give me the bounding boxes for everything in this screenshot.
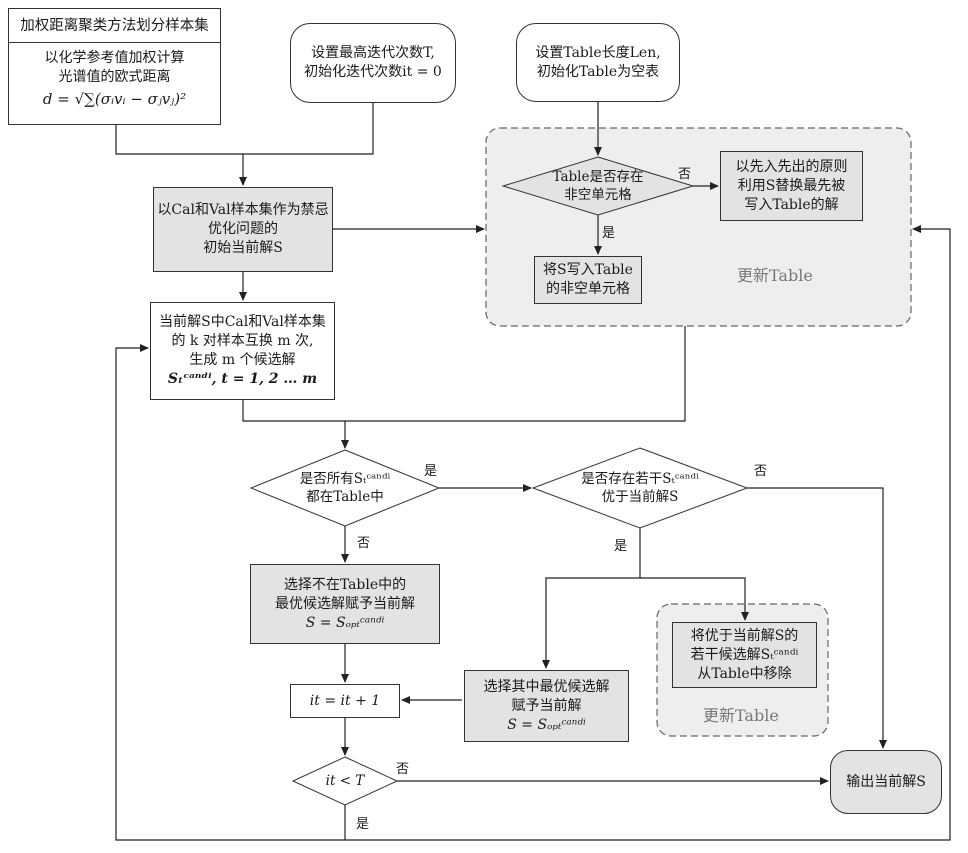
diamond-all-in-table-text: 是否所有Sₜᶜᵃⁿᵈⁱ 都在Table中 bbox=[251, 450, 439, 526]
diamond-table-empty-line2: 非空单元格 bbox=[564, 186, 632, 204]
fifo-line3: 写入Table的解 bbox=[744, 196, 838, 215]
set-iteration-line2: 初始化迭代次数it = 0 bbox=[304, 63, 442, 82]
swap-line3: 生成 m 个候选解 bbox=[189, 351, 295, 370]
connector-weighted-to-init bbox=[116, 125, 243, 154]
initial-solution-line3: 初始当前解S bbox=[203, 239, 283, 258]
label-all-no: 否 bbox=[357, 532, 370, 551]
initial-solution-line1: 以Cal和Val样本集作为禁忌 bbox=[157, 201, 328, 220]
select-best-box: 选择其中最优候选解 赋予当前解 S = Sₒₚₜᶜᵃⁿᵈⁱ bbox=[464, 670, 629, 742]
swap-line1: 当前解S中Cal和Val样本集 bbox=[159, 313, 326, 332]
remove-line3: 从Table中移除 bbox=[697, 665, 791, 684]
set-iteration-line1: 设置最高迭代次数T, bbox=[311, 44, 435, 63]
connector-swap-to-all bbox=[243, 400, 345, 448]
select-best-line2: 赋予当前解 bbox=[512, 697, 582, 716]
connector-iter-to-init bbox=[243, 103, 373, 185]
label-it-no: 否 bbox=[396, 758, 409, 777]
fifo-line2: 利用S替换最先被 bbox=[738, 177, 846, 196]
initial-solution-line2: 优化问题的 bbox=[208, 220, 278, 239]
write-s-line2: 的非空单元格 bbox=[546, 280, 630, 299]
update-table-title-bottom: 更新Table bbox=[703, 702, 779, 726]
diamond-better-line2: 优于当前解S bbox=[602, 488, 679, 506]
swap-line2: 的 k 对样本互换 m 次, bbox=[171, 332, 313, 351]
diamond-all-line1: 是否所有Sₜᶜᵃⁿᵈⁱ bbox=[300, 470, 390, 488]
select-best-line1: 选择其中最优候选解 bbox=[484, 678, 610, 697]
diamond-better-line1: 是否存在若干Sₜᶜᵃⁿᵈⁱ bbox=[581, 470, 698, 488]
weighted-distance-title: 加权距离聚类方法划分样本集 bbox=[9, 9, 220, 43]
label-table-no: 否 bbox=[678, 163, 691, 182]
label-all-yes: 是 bbox=[424, 460, 437, 479]
label-better-yes: 是 bbox=[614, 535, 627, 554]
select-not-in-line1: 选择不在Table中的 bbox=[284, 576, 406, 595]
increment-box: it = it + 1 bbox=[290, 684, 400, 718]
select-best-line3: S = Sₒₚₜᶜᵃⁿᵈⁱ bbox=[507, 716, 586, 735]
select-not-in-line3: S = Sₒₚₜᶜᵃⁿᵈⁱ bbox=[306, 614, 385, 633]
update-table-title-top: 更新Table bbox=[737, 262, 813, 286]
increment-text: it = it + 1 bbox=[310, 692, 380, 711]
set-table-line2: 初始化Table为空表 bbox=[537, 63, 659, 82]
weighted-distance-line2: 光谱值的欧式距离 bbox=[59, 68, 171, 87]
label-better-no: 否 bbox=[754, 460, 767, 479]
remove-from-table-box: 将优于当前解S的 若干候选解Sₜᶜᵃⁿᵈⁱ 从Table中移除 bbox=[672, 622, 817, 688]
write-s-line1: 将S写入Table bbox=[543, 261, 633, 280]
fifo-replace-box: 以先入先出的原则 利用S替换最先被 写入Table的解 bbox=[720, 151, 863, 221]
remove-line2: 若干候选解Sₜᶜᵃⁿᵈⁱ bbox=[691, 646, 799, 665]
set-iteration-box: 设置最高迭代次数T, 初始化迭代次数it = 0 bbox=[290, 23, 456, 103]
select-not-in-table-box: 选择不在Table中的 最优候选解赋予当前解 S = Sₒₚₜᶜᵃⁿᵈⁱ bbox=[250, 564, 440, 644]
diamond-table-empty-line1: Table是否存在 bbox=[553, 168, 644, 186]
diamond-table-empty-text: Table是否存在 非空单元格 bbox=[503, 157, 693, 215]
set-table-box: 设置Table长度Len, 初始化Table为空表 bbox=[516, 23, 680, 102]
initial-solution-box: 以Cal和Val样本集作为禁忌 优化问题的 初始当前解S bbox=[153, 187, 333, 272]
swap-samples-box: 当前解S中Cal和Val样本集 的 k 对样本互换 m 次, 生成 m 个候选解… bbox=[150, 302, 335, 400]
remove-line1: 将优于当前解S的 bbox=[691, 627, 799, 646]
output-text: 输出当前解S bbox=[846, 773, 926, 792]
swap-line4: Sₜᶜᵃⁿᵈⁱ, t = 1, 2 … m bbox=[168, 370, 317, 389]
fifo-line1: 以先入先出的原则 bbox=[736, 158, 848, 177]
diamond-better-text: 是否存在若干Sₜᶜᵃⁿᵈⁱ 优于当前解S bbox=[533, 448, 747, 528]
diamond-it-lt-T-text: it < T bbox=[293, 757, 397, 805]
connector-region-to-merge bbox=[345, 326, 685, 421]
output-box: 输出当前解S bbox=[830, 750, 942, 814]
diamond-all-line2: 都在Table中 bbox=[306, 488, 383, 506]
diamond-it-lt-T-line: it < T bbox=[326, 772, 365, 790]
set-table-line1: 设置Table长度Len, bbox=[535, 44, 660, 63]
weighted-distance-line1: 以化学参考值加权计算 bbox=[45, 49, 185, 68]
write-s-box: 将S写入Table 的非空单元格 bbox=[534, 256, 642, 304]
select-not-in-line2: 最优候选解赋予当前解 bbox=[275, 595, 415, 614]
label-table-yes: 是 bbox=[602, 222, 615, 241]
weighted-distance-formula: d = √∑(σᵢvᵢ − σⱼvⱼ)² bbox=[43, 90, 186, 109]
weighted-distance-box: 加权距离聚类方法划分样本集 以化学参考值加权计算 光谱值的欧式距离 d = √∑… bbox=[8, 8, 221, 125]
label-it-yes: 是 bbox=[356, 813, 369, 832]
